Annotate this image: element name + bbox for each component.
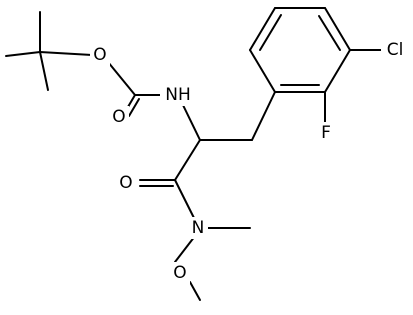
bond-nh-to-alpha-c	[181, 102, 201, 141]
bond-ch2-to-ring	[251, 91, 276, 141]
ring-bond-1	[249, 49, 276, 93]
amino-acid-backbone	[139, 91, 276, 221]
ring-double-bond-a	[259, 14, 282, 51]
benzene-ring	[249, 7, 383, 123]
amide-carbonyl-oxygen-label: O	[119, 173, 132, 193]
ring-bond-4	[324, 7, 351, 51]
bond-o-to-methyl	[189, 281, 201, 301]
bond-tbu-to-ester-o	[39, 51, 93, 56]
bond-n-to-o	[174, 235, 196, 263]
bond-boc-c-o-double-b	[128, 98, 140, 117]
atom-labels: O O NH O N O Cl F	[90, 39, 409, 284]
ring-double-bond-b	[318, 15, 341, 51]
ring-bond-2	[249, 7, 276, 51]
methoxy-oxygen-label: O	[173, 263, 186, 283]
tert-butyl-group	[5, 11, 93, 91]
ester-oxygen-label: O	[93, 45, 106, 65]
boc-carbonyl-oxygen-label: O	[112, 107, 125, 127]
weinreb-nitrogen-label: N	[192, 218, 205, 238]
bond-ester-o-to-carbonyl-c	[107, 61, 136, 96]
chlorine-label: Cl	[387, 40, 404, 60]
fluorine-label: F	[321, 123, 331, 143]
bond-tbu-methyl-left	[5, 51, 41, 57]
ring-bond-5	[324, 49, 351, 93]
amide-nh-label: NH	[165, 85, 191, 105]
bond-amide-c-to-n	[174, 179, 196, 221]
bond-alpha-c-to-amide-c	[174, 139, 201, 181]
weinreb-amide	[174, 227, 251, 301]
bond-tbu-methyl-down	[39, 51, 49, 91]
